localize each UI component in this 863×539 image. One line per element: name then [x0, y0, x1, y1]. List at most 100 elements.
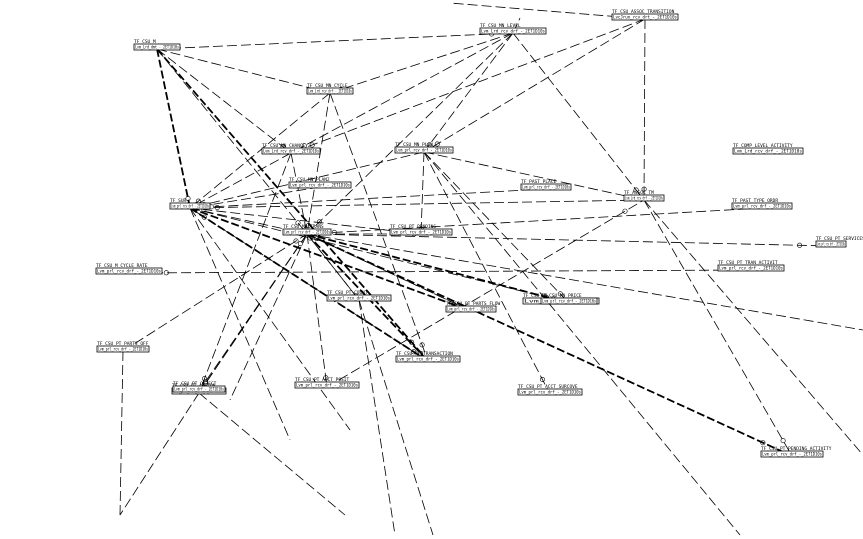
entity-e16[interactable]: TF_CSU_PT_SERVICESLvm_prl_rcv_drf_-_2ET1… [815, 236, 863, 248]
relationship-line [290, 18, 646, 154]
relationship-line [189, 151, 425, 209]
entity-row: Lvm_prl_rcv_drf_-_2ET1D10s [397, 357, 459, 363]
entity-box [133, 43, 181, 51]
relationship-line [156, 32, 514, 50]
entity-title: TF_COMP_LEVEL_ACTIVITY [733, 143, 793, 149]
entity-e7[interactable]: TF_CSU_MN_PLAN2Lvm_prl_rcv_drf_-_2ET1D10… [288, 177, 352, 189]
entity-title: TF_PAST_PLACE [521, 179, 557, 185]
entity-row: Lvm_Lrd_rcv_drf_-_2ET1D10s [308, 89, 352, 95]
relationship-line [423, 151, 741, 536]
entity-e5[interactable]: TF_CSU_MN_CHANCELvm_Lrd_rcv_drf_-_2ET1D1… [261, 143, 321, 155]
entity-row: Lvm_prl_rcv_drf_-_2ET1D10s [290, 183, 350, 189]
entity-e13[interactable]: TF_CSU_PT_PENDINGLvm_prl_rcv_drf_-_2ET1D… [389, 224, 453, 236]
relationship-endpoint [201, 214, 207, 220]
relationship-line [119, 392, 200, 516]
entity-box [732, 147, 804, 155]
entity-box [479, 27, 547, 35]
entity-row: Lvm_prl_rcv_drf_-_2ET1D10s [296, 383, 358, 389]
entity-e3[interactable]: TF_CSU_ASSOC_TRANSITIONLvcJrun_rcv_drt_-… [611, 9, 679, 21]
entity-box [306, 87, 354, 95]
entity-title: TF_CSU_PT_TRANSACTION [396, 351, 453, 357]
entity-layer: TF_CSU_MLvm_Lrd_dmt_-_2ET1D10sTF_CSU_MN_… [95, 9, 863, 458]
entity-e15[interactable]: TF_CSU_PT_TRAN_ACTIVITLvm_prl_rcv_drf_-_… [717, 260, 785, 272]
relationship-endpoint [331, 229, 337, 235]
relationship-line [156, 48, 331, 94]
relationship-line [306, 233, 863, 331]
entity-e20[interactable]: TF_CSU_PT_COUNTLvm_prl_rcv_drf_-_2ET1D10… [326, 290, 392, 302]
relationship-line [290, 32, 514, 154]
entity-e8[interactable]: TF_COMP_LEVEL_ACTIVITYLvm_Lrd_rcv_drf_-_… [732, 143, 804, 155]
entity-title: TF_CSU_PT_SERVICES [816, 236, 863, 242]
relationship-line [423, 32, 514, 153]
entity-e22[interactable]: TF_CSU_PT_PARTS_OFFLvm_prl_rcv_drf_-_2ET… [96, 341, 150, 353]
relationship-line [156, 48, 429, 362]
relationship-endpoint [434, 141, 440, 147]
relationship-endpoint [185, 196, 191, 202]
entity-box [760, 450, 824, 458]
entity-box [611, 13, 679, 21]
entity-title: TF_CSU_PT_PARTS_OFF [97, 341, 149, 347]
relationship-line [306, 233, 832, 247]
relationship-line [306, 233, 360, 301]
entity-box [96, 345, 150, 353]
entity-title: TF_CSU_M_CYCLE_RATE [96, 263, 148, 269]
entity-row: Lvm_prl_rcv_drf_-_2ET1D10s [817, 242, 845, 248]
relationship-endpoint [797, 242, 803, 248]
entity-e17[interactable]: TF_CSU_M_CYCLE_RATELvm_prl_rcv_drf_-_2ET… [95, 263, 163, 275]
entity-e21[interactable]: TF_CSU_MN_PRICELvm_prl_rcv_drf_-_2ET1D10… [540, 293, 598, 305]
relationship-line [198, 233, 308, 394]
relationship-line [643, 199, 863, 456]
entity-row: Lvm_prl_rcv_drf_-_2ET1D10s [328, 296, 390, 302]
entity-e19[interactable]: TF_CSU_PT_PARTS_FLOWLvm_prl_rcv_drf_-_2E… [445, 301, 500, 313]
entity-row: Lvm_prl_rcv_drf_-_2ET1D10s [522, 185, 570, 191]
entity-box [394, 146, 454, 154]
relationship-endpoint [419, 342, 425, 348]
relationship-endpoint [295, 220, 301, 226]
entity-box [517, 388, 583, 396]
entity-e26[interactable]: TF_CSU_PT_ACCT_SURCOVELvm_prl_rcv_drf_-_… [517, 384, 583, 396]
relationship-endpoint [418, 350, 424, 356]
entity-row: Lvm_prl_rcv_drf_-_2ET1D10s [171, 204, 209, 210]
relationship-line [306, 233, 472, 312]
entity-box [717, 264, 785, 272]
entity-e28[interactable]: TF_CSU_PT_OBJECTLvm_prl_rcv_drf_-_2ET1D1… [172, 381, 226, 393]
entity-e4[interactable]: TF_CSU_MN_CYCLELvm_Lrd_rcv_drf_-_2ET1D10… [306, 83, 354, 95]
entity-e25[interactable]: TF_CSU_PT_ACCT_POSITLvm_prl_rcv_drf_-_2E… [294, 377, 360, 389]
relationship-endpoint [202, 376, 208, 382]
entity-e2[interactable]: TF_CSU_MN_LEVELLvm_Lrd_rcv_drf_-_2ET1D10… [479, 23, 547, 35]
relationship-line [306, 233, 328, 388]
entity-title: TF_CSU_PT_PARTS_FLOW [446, 301, 500, 307]
relationship-line [423, 151, 645, 201]
relationship-endpoint [163, 270, 169, 276]
entity-title: TF_CSU_ASSOC_TRANSITION [612, 9, 675, 15]
entity-box [389, 228, 453, 236]
relationship-endpoint [539, 376, 545, 382]
entity-row: LvcJrun_rcv_drt_-_2ET1D10s [613, 15, 677, 21]
entity-e27[interactable]: TF_CSU_PT_PENDING_ACTIVITYLvm_prl_rcv_dr… [760, 446, 832, 458]
entity-row: Lvm_prl_rcv_drf_-_2ET1D10s [762, 452, 822, 458]
relationship-line [189, 186, 321, 209]
entity-e11[interactable]: TF_PAST_TYPE_ORDRLvm_prl_rcv_drf_-_2ET1D… [731, 198, 793, 210]
relationship-layer [122, 18, 832, 457]
relationship-endpoint [307, 235, 313, 241]
relationship-line [290, 152, 308, 235]
entity-e14[interactable]: TF_CSU_MN_TRANSLvm_prl_rcv_drf_-_2ET1D10… [282, 224, 332, 236]
relationship-line [189, 207, 291, 441]
relationship-line [643, 199, 793, 457]
relationship-line [306, 233, 570, 304]
entity-row: Lvm_prl_rcv_drf_-_2ET1D10s [447, 307, 495, 313]
relationship-endpoint [323, 375, 329, 381]
relationship-line [358, 299, 434, 536]
entity-e24[interactable]: TF_CSU_PT_TRANSACTIONLvm_prl_rcv_drf_-_2… [395, 351, 461, 363]
relationship-line [189, 207, 429, 362]
entity-title: TF_CSU_M [134, 39, 156, 45]
entity-box [540, 297, 598, 305]
entity-title: TF_CSU_MN_LEVEL [480, 23, 521, 29]
relationship-line [119, 350, 124, 516]
